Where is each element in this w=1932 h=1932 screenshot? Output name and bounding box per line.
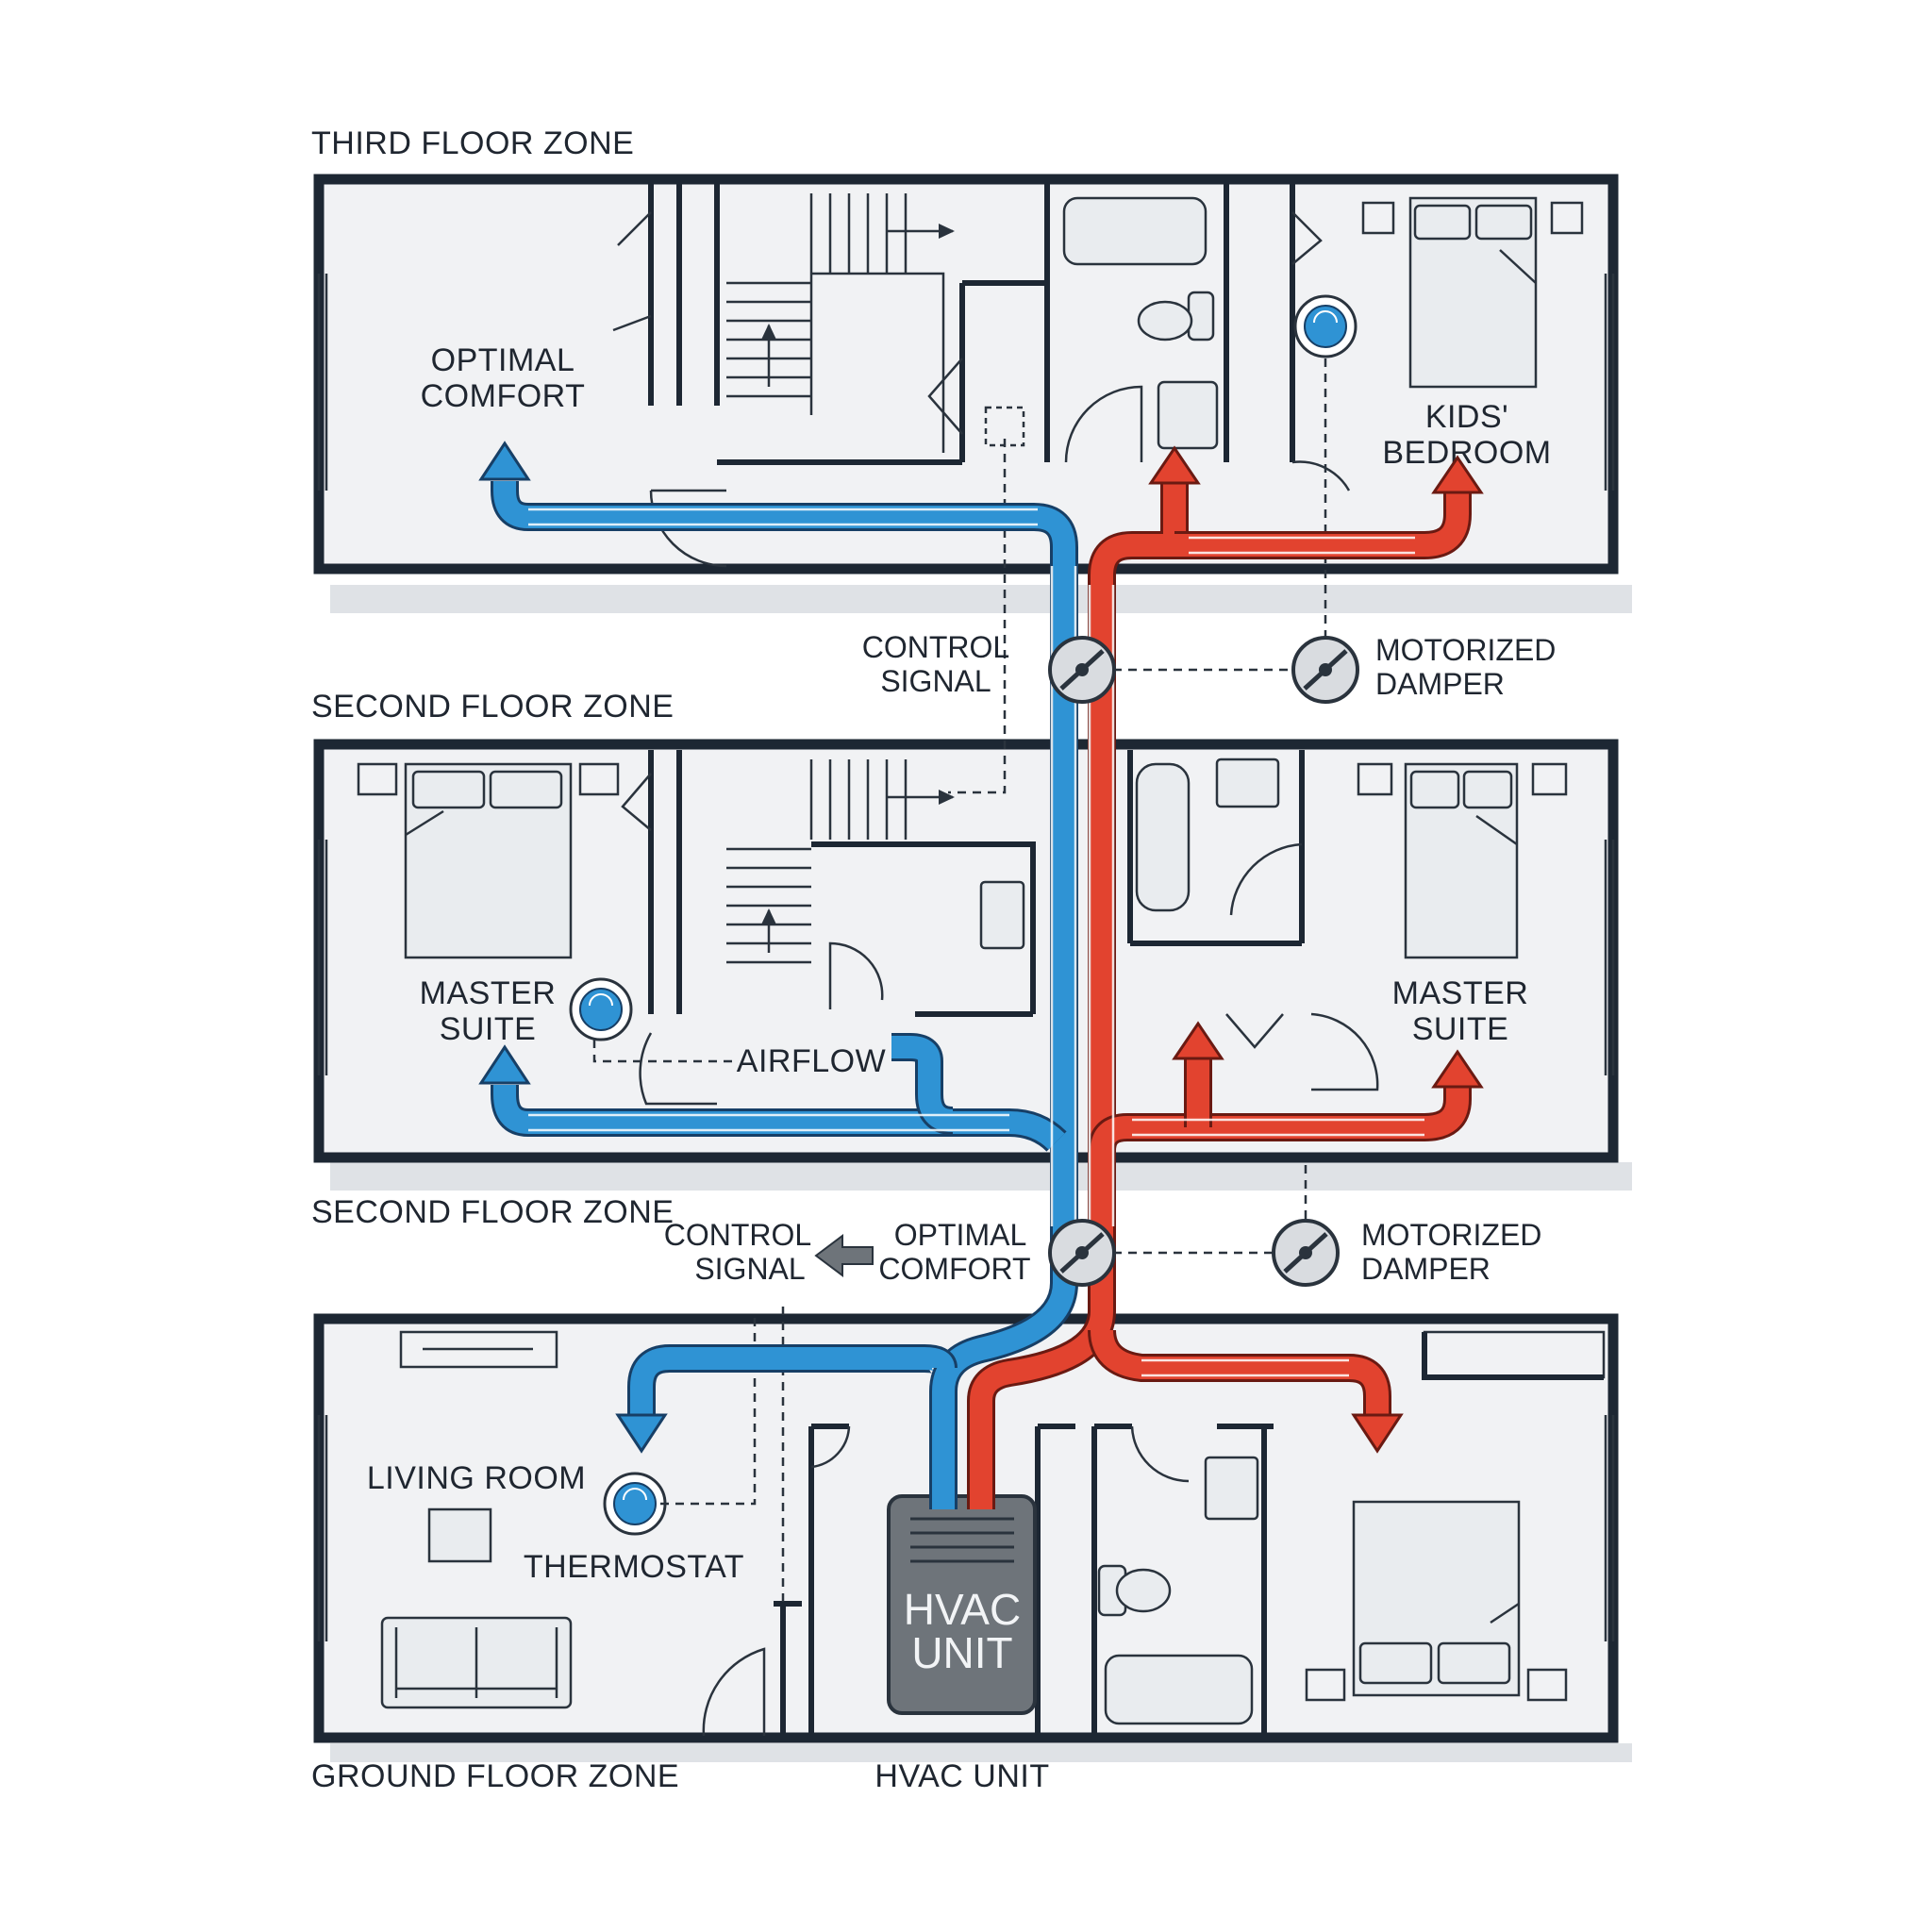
- master-suite-right-label-2: SUITE: [1412, 1011, 1509, 1047]
- toilet-icon: [1097, 1564, 1172, 1617]
- return-air-ducts: [478, 441, 1078, 1509]
- motorized-damper-label-1: MOTORIZED: [1375, 633, 1556, 667]
- thermostat-icon: [569, 977, 633, 1041]
- sink-icon: [1215, 758, 1280, 808]
- hvac-unit-caption: HVAC UNIT: [874, 1758, 1049, 1794]
- arrow-up-icon: [478, 1044, 531, 1085]
- third-floor-zone-label: THIRD FLOOR ZONE: [311, 125, 634, 161]
- door-swing-icon: [612, 211, 652, 332]
- bed-icon: [1357, 762, 1568, 959]
- arrow-down-icon: [1351, 1413, 1404, 1454]
- stairs-icon: [726, 759, 955, 964]
- second-floor-zone-label-upper: SECOND FLOOR ZONE: [311, 689, 674, 724]
- bathtub-icon: [1104, 1654, 1254, 1725]
- second-floor-zone-label-lower: SECOND FLOOR ZONE: [311, 1194, 674, 1230]
- optimal-comfort-label-2: COMFORT: [421, 378, 586, 414]
- arrow-down-icon: [615, 1413, 668, 1454]
- master-suite-left-label-2: SUITE: [440, 1011, 537, 1047]
- master-suite-left-label-1: MASTER: [420, 975, 557, 1011]
- damper-icon: [1272, 1219, 1340, 1287]
- lower-motorized-damper-label-1: MOTORIZED: [1361, 1218, 1541, 1252]
- lower-control-signal-label-1: CONTROL: [664, 1218, 811, 1252]
- ground-floor-zone-label: GROUND FLOOR ZONE: [311, 1758, 679, 1794]
- lower-optimal-comfort-label-2: COMFORT: [878, 1252, 1030, 1286]
- sink-icon: [1157, 380, 1219, 450]
- motorized-damper-label-2: DAMPER: [1375, 667, 1505, 701]
- sink-icon: [1204, 1456, 1259, 1521]
- arrow-up-icon: [478, 441, 531, 481]
- bed-icon: [1305, 1500, 1568, 1702]
- lower-control-signal-label-2: SIGNAL: [694, 1252, 805, 1286]
- damper-icon: [1048, 1219, 1116, 1287]
- hvac-unit: [887, 1494, 1037, 1715]
- lower-optimal-comfort-label-1: OPTIMAL: [894, 1218, 1026, 1252]
- damper-icon: [1048, 636, 1116, 704]
- toilet-icon: [1137, 291, 1215, 341]
- sofa-icon: [380, 1616, 573, 1709]
- damper-icon: [1291, 636, 1359, 704]
- bathtub-icon: [1135, 762, 1191, 912]
- bathtub-icon: [1062, 196, 1208, 266]
- thermostat-icon: [1293, 294, 1357, 358]
- arrow-up-icon: [1431, 455, 1484, 494]
- bed-icon: [357, 762, 620, 959]
- kids-bedroom-label-2: BEDROOM: [1382, 435, 1551, 471]
- optimal-comfort-label-1: OPTIMAL: [431, 342, 575, 378]
- bed-icon: [1361, 196, 1584, 389]
- kids-bedroom-label-1: KIDS': [1425, 399, 1508, 435]
- coffee-table: [427, 1507, 492, 1563]
- control-signal-label-2: SIGNAL: [880, 664, 991, 698]
- arrow-up-icon: [1148, 445, 1201, 485]
- living-room-label: LIVING ROOM: [367, 1460, 586, 1496]
- lower-motorized-damper-label-2: DAMPER: [1361, 1252, 1491, 1286]
- hvac-unit-label-2: UNIT: [911, 1628, 1012, 1677]
- arrow-left-icon: [814, 1234, 874, 1277]
- supply-air-ducts: [967, 445, 1484, 1509]
- ground-floor-plan: HVAC UNIT LIVING ROOM THERMOSTAT: [313, 1313, 1632, 1762]
- second-floor-plan: MASTER SUITE AIRFLOW MASTER SUITE: [313, 739, 1632, 1191]
- thermostat-icon: [603, 1472, 667, 1536]
- arrow-up-icon: [1431, 1049, 1484, 1089]
- master-suite-right-label-1: MASTER: [1392, 975, 1529, 1011]
- stairs-icon: [726, 193, 955, 453]
- arrow-up-icon: [1172, 1021, 1224, 1060]
- control-signal-label-1: CONTROL: [862, 630, 1009, 664]
- sink-icon: [979, 880, 1025, 950]
- thermostat-label: THERMOSTAT: [524, 1549, 744, 1585]
- airflow-label: AIRFLOW: [737, 1043, 886, 1079]
- hvac-unit-label-1: HVAC: [904, 1585, 1021, 1634]
